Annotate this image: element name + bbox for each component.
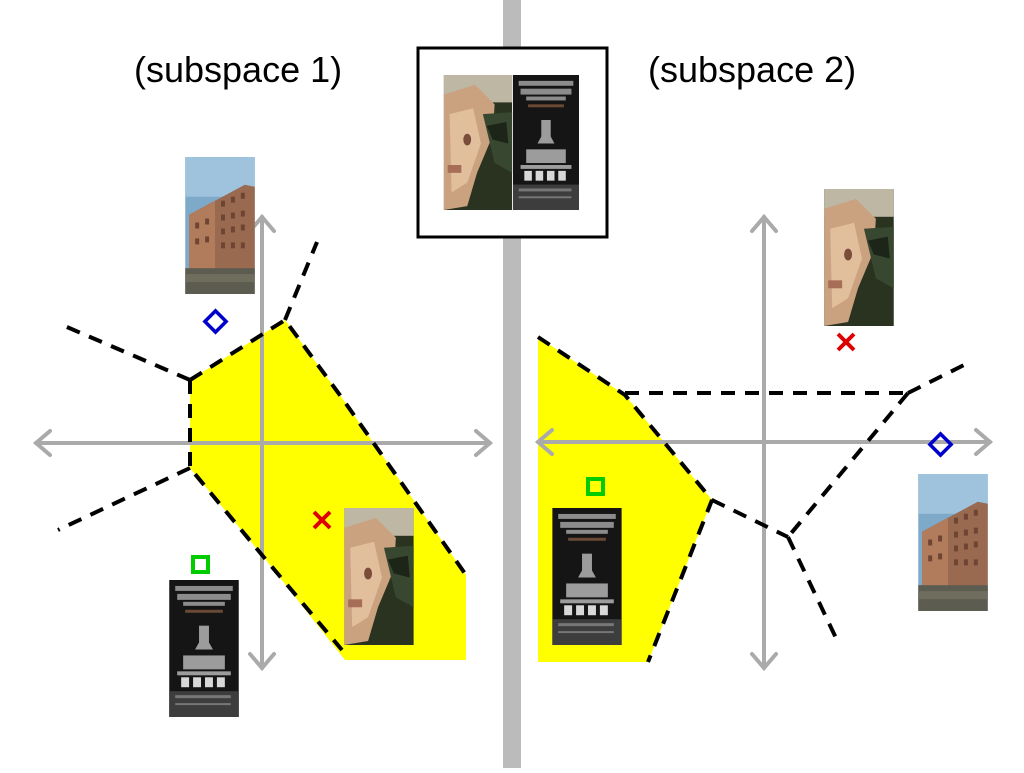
subspace-2-panel xyxy=(534,189,994,672)
subspace-2-boundaries xyxy=(536,335,969,663)
query-thumbnail-subspace-1 xyxy=(344,508,414,645)
subspace-1-boundaries xyxy=(57,241,468,652)
cross-marker xyxy=(312,510,332,530)
subspace-2-label: (subspace 2) xyxy=(648,49,857,90)
square-marker xyxy=(191,555,210,574)
subspace-1-region-boundary xyxy=(188,317,468,577)
face-thumbnail xyxy=(824,189,894,326)
subspace-1-label: (subspace 1) xyxy=(134,49,343,90)
building-thumbnail xyxy=(918,474,988,611)
subspace-1-axes xyxy=(32,213,494,672)
query-image-box xyxy=(416,46,609,239)
diamond-marker xyxy=(927,431,954,458)
square-marker xyxy=(586,477,605,496)
query-thumbnail-subspace-2 xyxy=(552,508,622,645)
subspace-1-panel xyxy=(32,157,494,717)
cross-marker xyxy=(836,332,856,352)
building-thumbnail xyxy=(185,157,255,294)
query-image-composite xyxy=(443,75,579,210)
subspace-2-axes xyxy=(534,213,994,672)
subspace-2-region-boundary xyxy=(536,335,715,663)
bookcover-thumbnail xyxy=(169,580,239,717)
diamond-marker xyxy=(202,308,229,335)
